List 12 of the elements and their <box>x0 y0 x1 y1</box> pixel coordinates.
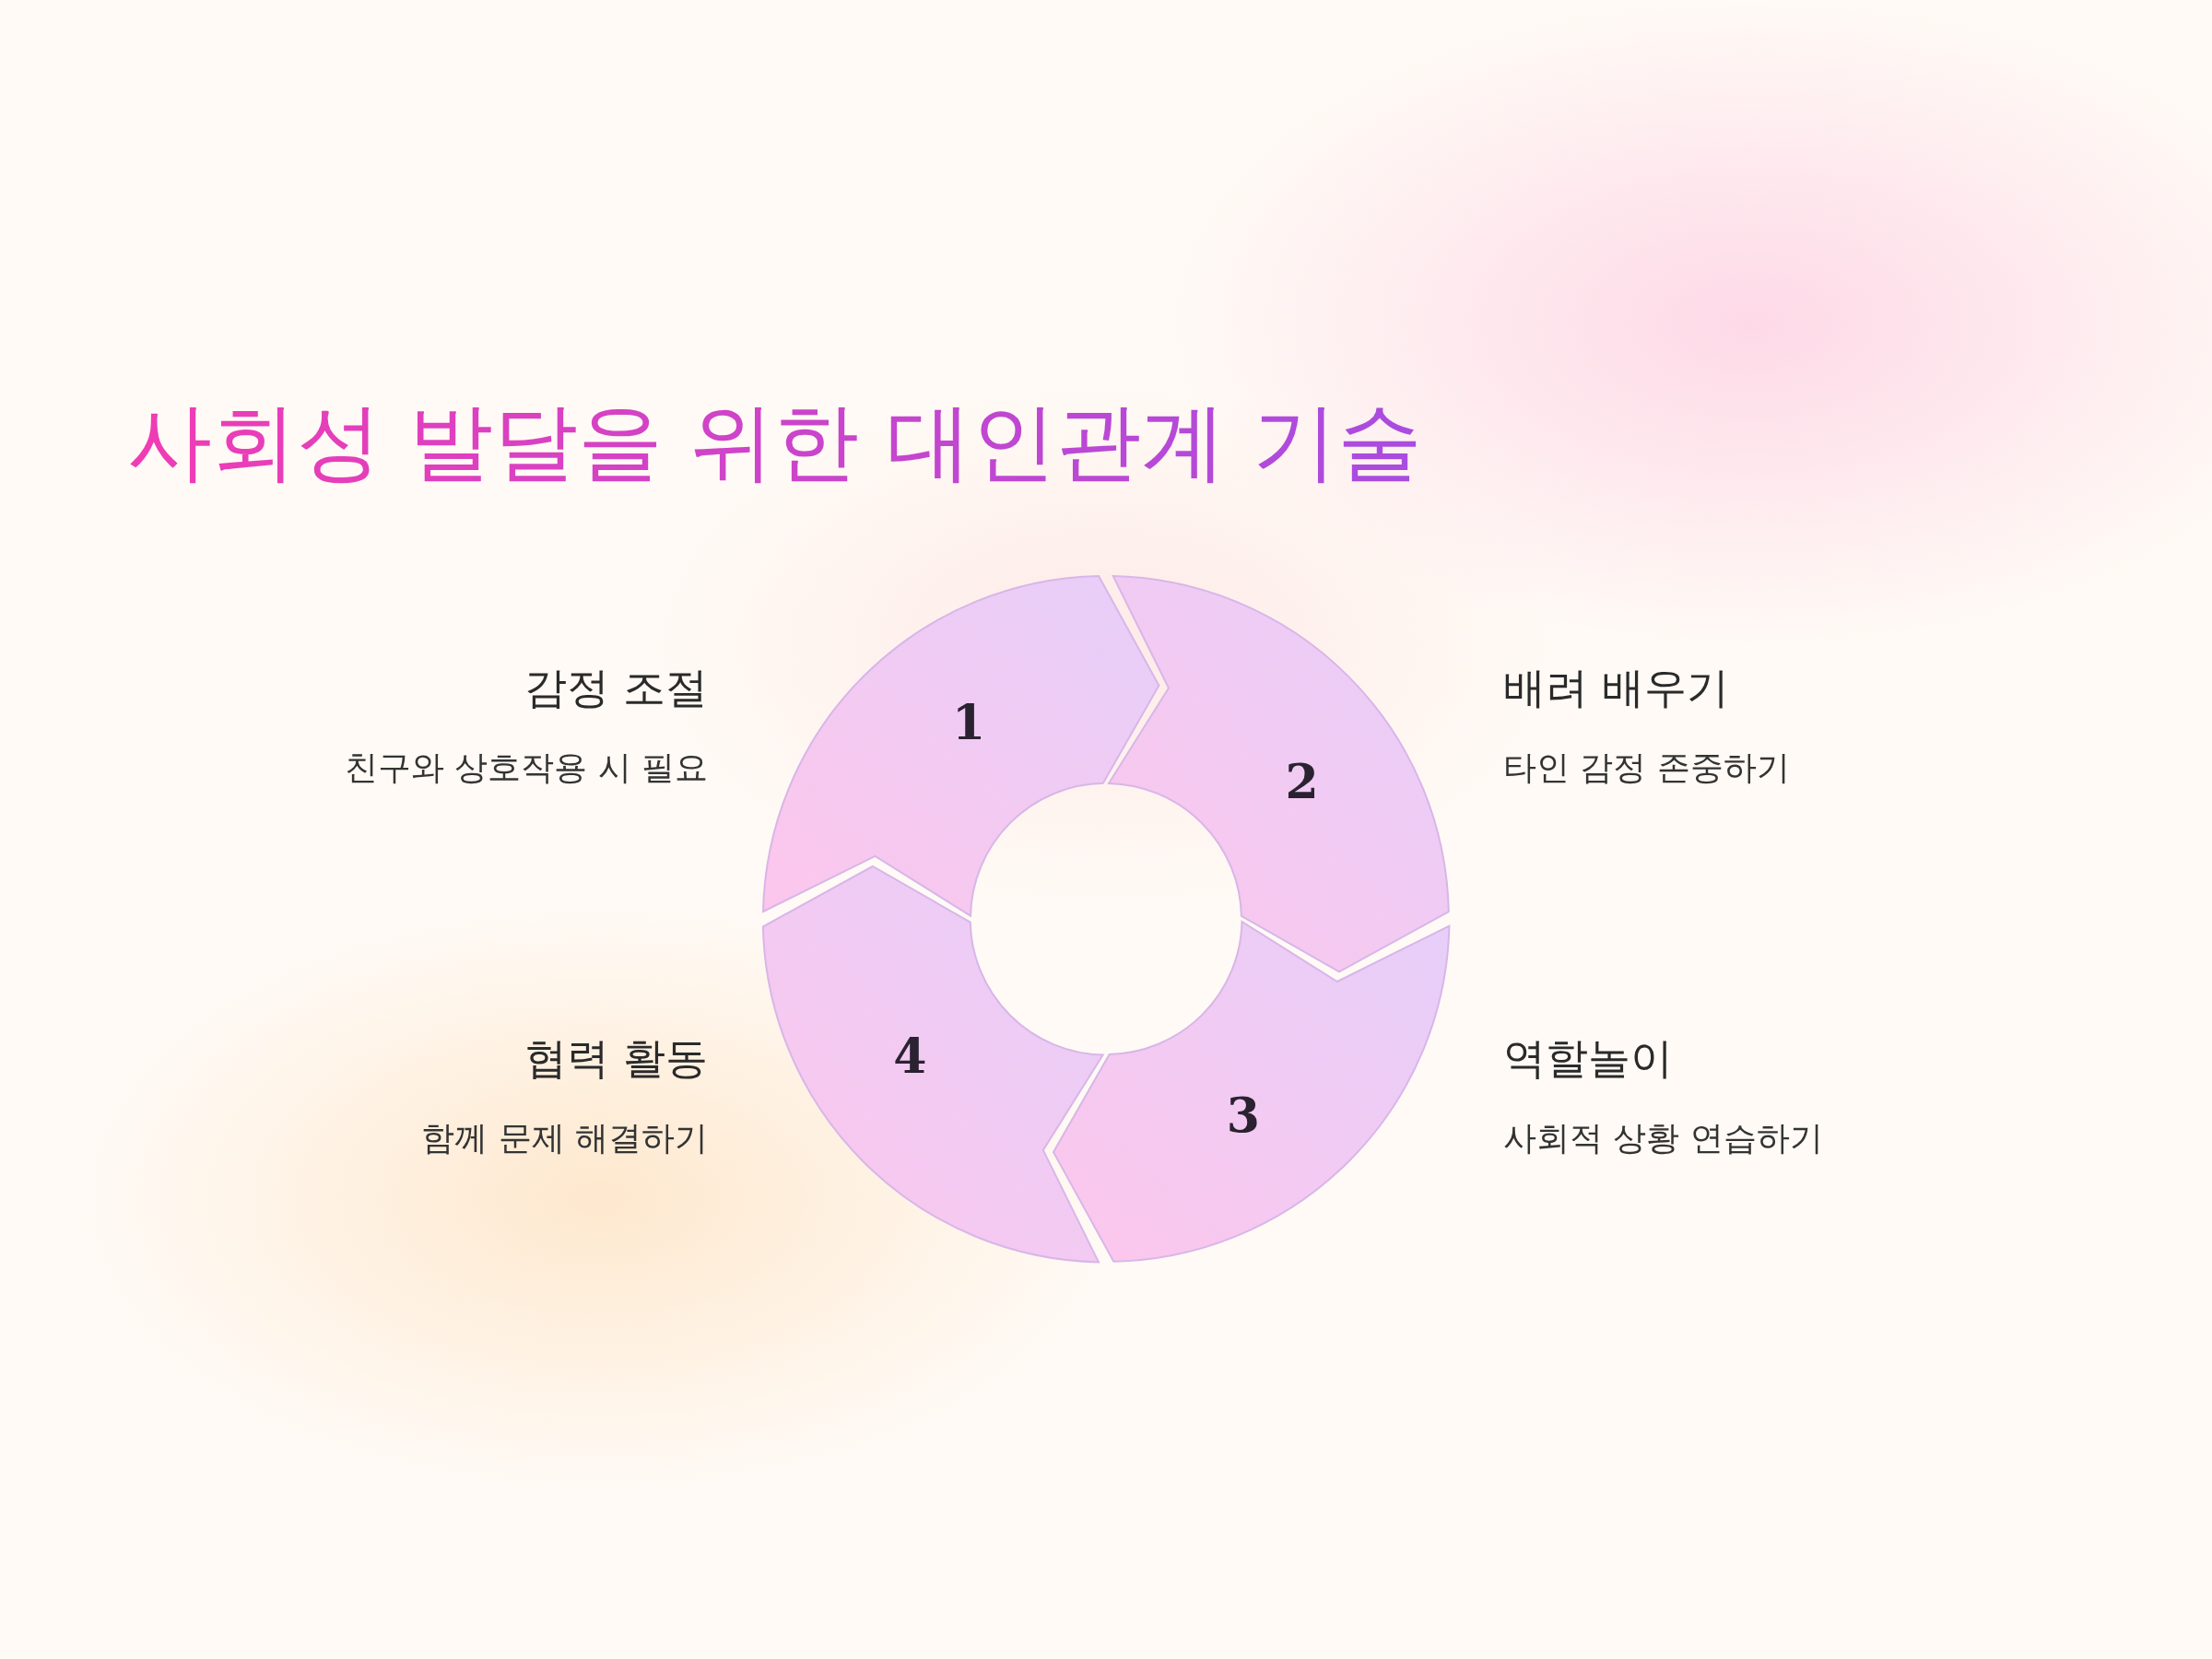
step-description: 사회적 상황 연습하기 <box>1503 1118 1823 1159</box>
step-description: 친구와 상호작용 시 필요 <box>344 747 708 788</box>
step-number: 1 <box>952 695 986 751</box>
step-description: 함께 문제 해결하기 <box>421 1118 708 1159</box>
step-number: 2 <box>1285 754 1319 810</box>
step-heading: 감정 조절 <box>524 662 708 713</box>
step-heading: 배려 배우기 <box>1503 662 1729 713</box>
step-description: 타인 감정 존중하기 <box>1503 747 1790 788</box>
step-number: 4 <box>893 1028 927 1084</box>
step-heading: 역할놀이 <box>1503 1032 1673 1084</box>
step-number: 3 <box>1226 1087 1260 1143</box>
step-heading: 협력 활동 <box>524 1032 708 1084</box>
